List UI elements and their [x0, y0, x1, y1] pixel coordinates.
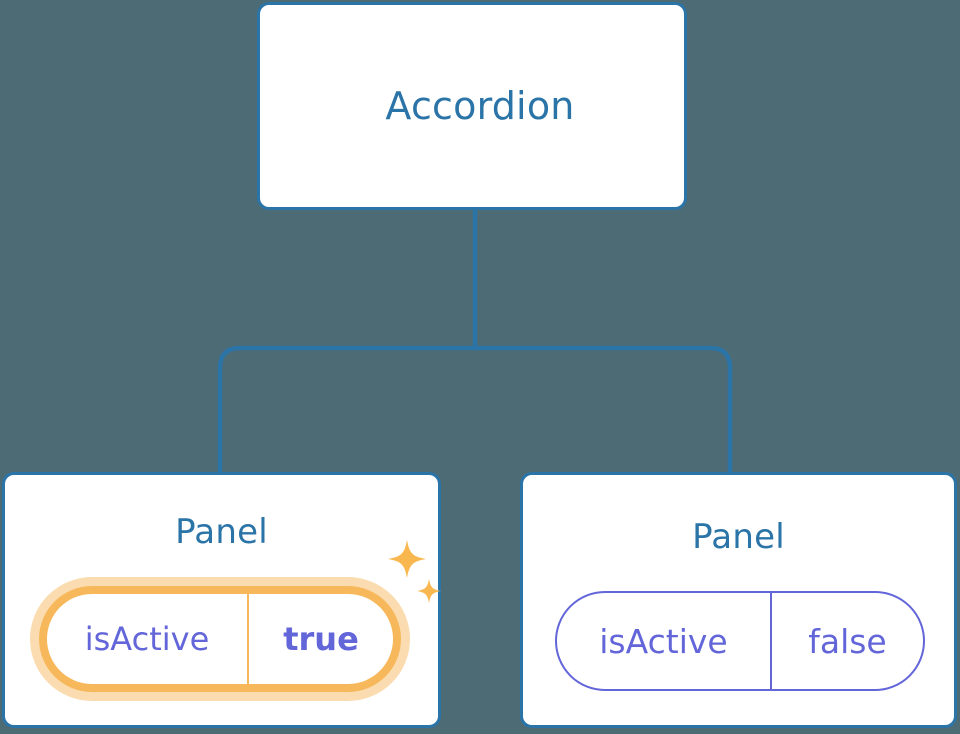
- connector-bus: [217, 345, 733, 472]
- node-title-panel-inactive: Panel: [692, 517, 785, 557]
- prop-pill-is-active-false[interactable]: isActive false: [555, 591, 925, 691]
- prop-pill-is-active-true[interactable]: isActive true: [47, 594, 393, 684]
- prop-value-label: true: [283, 620, 359, 658]
- node-title-panel-active: Panel: [175, 512, 268, 552]
- prop-value-label: false: [808, 621, 887, 661]
- prop-key-label: isActive: [557, 593, 772, 689]
- node-title-accordion: Accordion: [385, 84, 575, 128]
- node-card-accordion[interactable]: [257, 2, 687, 210]
- prop-key-label: isActive: [47, 594, 249, 684]
- prop-pill-highlight-wrapper[interactable]: isActive true: [30, 577, 410, 701]
